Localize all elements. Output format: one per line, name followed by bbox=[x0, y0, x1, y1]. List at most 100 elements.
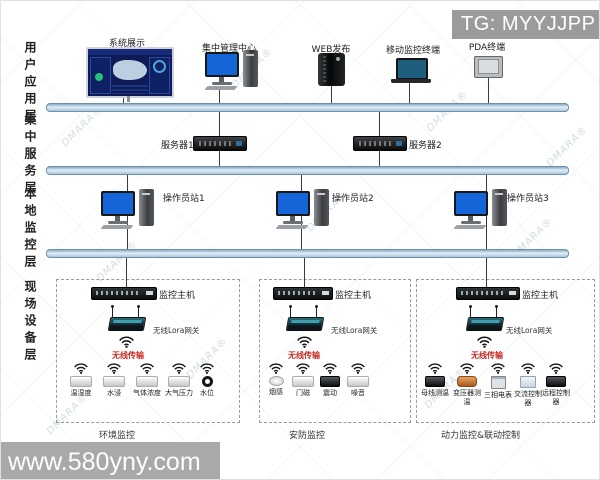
sensor-gas-concentration: 气体浓度 bbox=[130, 362, 164, 398]
sensor-temp-humidity: 温湿度 bbox=[64, 362, 98, 398]
sensor-device bbox=[268, 376, 284, 386]
sensor-label: 母线测温 bbox=[421, 389, 449, 397]
sensor-device bbox=[103, 376, 125, 387]
lora-gateway-2 bbox=[285, 305, 325, 331]
connector-line bbox=[304, 256, 305, 289]
sensor-door-magnet: 门磁 bbox=[286, 362, 320, 398]
wifi-icon bbox=[171, 362, 187, 374]
server-2-label: 服务器2 bbox=[409, 141, 442, 151]
sensor-device bbox=[136, 376, 158, 387]
sensor-device bbox=[168, 376, 190, 387]
caption-security-monitoring: 安防监控 bbox=[289, 431, 326, 441]
connector-line bbox=[126, 256, 127, 289]
monitoring-host-3-label: 监控主机 bbox=[522, 291, 559, 301]
sensor-label: 远程控制器 bbox=[542, 389, 570, 406]
sensor-water-level: 水位 bbox=[190, 362, 224, 398]
layer-label-field-device: 现场设备层 bbox=[23, 280, 37, 365]
monitoring-host-3 bbox=[456, 287, 520, 300]
sensor-device bbox=[457, 376, 477, 387]
sensor-smoke: 烟感 bbox=[259, 362, 293, 397]
network-bus-3 bbox=[46, 249, 569, 258]
lora-gateway-1-label: 无线Lora网关 bbox=[153, 326, 200, 335]
web-publish-label: WEB发布 bbox=[311, 45, 351, 55]
sensor-device bbox=[520, 376, 536, 388]
sensor-busbar-temp: 母线测温 bbox=[418, 362, 452, 398]
sensor-vibration: 震动 bbox=[313, 362, 347, 398]
wifi-icon bbox=[476, 335, 493, 348]
monitor-stand bbox=[127, 96, 130, 102]
sensor-label: 水浸 bbox=[107, 389, 121, 397]
dashboard-ring-chart bbox=[153, 60, 166, 73]
operator-station-1-label: 操作员站1 bbox=[163, 194, 205, 204]
sensor-three-phase-meter: 三相电表 bbox=[481, 362, 515, 400]
wifi-icon bbox=[106, 362, 122, 374]
sensor-air-pressure: 大气压力 bbox=[162, 362, 196, 398]
operator-station-3 bbox=[453, 189, 508, 229]
sensor-label: 交流控制器 bbox=[514, 390, 542, 407]
network-bus-1 bbox=[46, 103, 569, 112]
group-box-security bbox=[259, 279, 411, 423]
sensor-noise: 噪音 bbox=[341, 362, 375, 398]
sensor-label: 温湿度 bbox=[70, 389, 92, 397]
monitoring-host-2-label: 监控主机 bbox=[335, 291, 372, 301]
wifi-icon bbox=[199, 362, 215, 374]
wifi-icon bbox=[73, 362, 89, 374]
lora-gateway-1 bbox=[107, 305, 147, 331]
wifi-icon bbox=[295, 362, 311, 374]
diagonal-watermark: DMARA® bbox=[94, 238, 141, 285]
server-rack-2 bbox=[353, 136, 407, 151]
sensor-transformer-temp: 变压器测温 bbox=[450, 362, 484, 407]
lora-gateway-3 bbox=[465, 305, 505, 331]
monitoring-host-1-label: 监控主机 bbox=[159, 291, 196, 301]
wifi-icon bbox=[520, 362, 536, 374]
system-display-label: 系统展示 bbox=[108, 39, 145, 49]
server-rack-1 bbox=[193, 136, 247, 151]
wifi-icon bbox=[490, 362, 506, 374]
management-center-label: 集中管理中心 bbox=[201, 44, 256, 54]
operator-station-2-label: 操作员站2 bbox=[332, 194, 374, 204]
tg-badge: TG: MYYJJPP bbox=[452, 10, 599, 39]
wireless-transmission-1-label: 无线传输 bbox=[112, 351, 144, 360]
sensor-device bbox=[292, 376, 314, 387]
sensor-label: 震动 bbox=[323, 389, 337, 397]
dashboard-gauge bbox=[95, 73, 103, 81]
wireless-transmission-3-label: 无线传输 bbox=[471, 351, 503, 360]
diagonal-watermark: DMARA® bbox=[544, 123, 591, 170]
connector-line bbox=[219, 88, 220, 105]
connector-line bbox=[486, 256, 487, 289]
sensor-device bbox=[70, 376, 92, 387]
lora-gateway-2-label: 无线Lora网关 bbox=[331, 326, 378, 335]
sensor-device bbox=[546, 376, 566, 387]
management-center-pc bbox=[204, 50, 259, 90]
caption-power-monitoring: 动力监控&联动控制 bbox=[441, 431, 521, 441]
lora-gateway-3-label: 无线Lora网关 bbox=[506, 326, 553, 335]
connector-line bbox=[331, 86, 332, 105]
wifi-icon bbox=[139, 362, 155, 374]
sensor-device bbox=[490, 376, 506, 389]
sensor-label: 烟感 bbox=[269, 388, 283, 396]
wifi-icon bbox=[427, 362, 443, 374]
wifi-icon bbox=[118, 335, 135, 348]
sensor-device bbox=[320, 376, 340, 387]
wifi-icon bbox=[322, 362, 338, 374]
wifi-icon bbox=[459, 362, 475, 374]
mobile-terminal-label: 移动监控终端 bbox=[385, 46, 440, 56]
monitoring-host-2 bbox=[273, 287, 333, 300]
sensor-label: 气体浓度 bbox=[133, 389, 161, 397]
connector-line bbox=[409, 83, 410, 105]
web-publish-server bbox=[318, 53, 345, 86]
sensor-label: 水位 bbox=[200, 389, 214, 397]
sensor-ac-controller: 交流控制器 bbox=[511, 362, 545, 408]
wifi-icon bbox=[296, 335, 313, 348]
group-box-environment bbox=[56, 279, 240, 423]
sensor-label: 噪音 bbox=[351, 389, 365, 397]
group-box-power bbox=[416, 279, 595, 423]
sensor-water-leak: 水浸 bbox=[97, 362, 131, 398]
system-display-monitor bbox=[86, 47, 174, 98]
sensor-label: 门磁 bbox=[296, 389, 310, 397]
layer-label-central-service: 集中服务层 bbox=[23, 113, 37, 198]
pda-terminal-label: PDA终端 bbox=[468, 43, 506, 53]
connector-line bbox=[123, 95, 124, 105]
caption-environment-monitoring: 环境监控 bbox=[99, 431, 136, 441]
